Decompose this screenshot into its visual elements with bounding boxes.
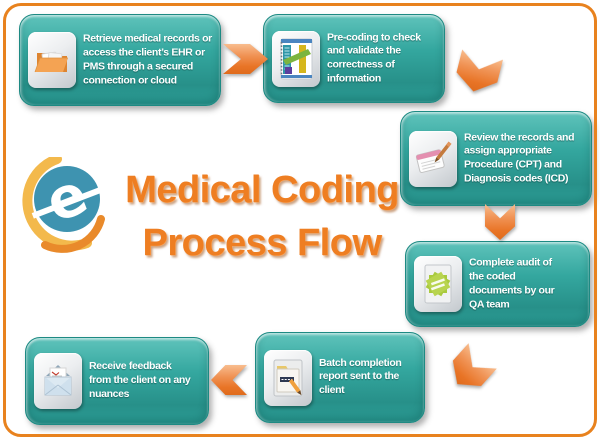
coding-book-icon — [280, 38, 313, 79]
icon-plate — [409, 130, 457, 187]
step-receive-feedback: Receive feedback from the client on any … — [25, 337, 209, 425]
diagram-title: Medical Coding Process Flow — [97, 164, 427, 270]
icon-plate — [264, 349, 312, 406]
notepad-pen-icon — [415, 141, 452, 173]
report-folder-icon — [273, 359, 303, 396]
flow-arrow-down-right-icon — [453, 49, 503, 96]
flow-arrow-right-icon — [223, 44, 268, 74]
flow-arrow-down-icon — [485, 204, 515, 240]
title-line-2: Process Flow — [142, 222, 382, 264]
step-text: Complete audit of the coded documents by… — [469, 256, 555, 310]
company-logo-icon: e — [22, 157, 105, 253]
flow-arrow-left-icon — [211, 365, 247, 395]
step-text: Retrieve medical records or access the c… — [83, 32, 212, 86]
step-batch-report: Batch completion report sent to the clie… — [255, 332, 425, 423]
step-text: Batch completion report sent to the clie… — [319, 356, 402, 397]
icon-plate — [414, 256, 462, 312]
title-line-1: Medical Coding — [125, 169, 399, 211]
icon-plate — [34, 353, 82, 409]
step-review-assign-codes: Review the records and assign appropriat… — [400, 111, 592, 206]
step-text: Pre-coding to check and validate the cor… — [327, 30, 421, 85]
envelope-icon — [44, 365, 72, 396]
qa-badge-icon — [424, 264, 452, 304]
folder-icon — [34, 51, 68, 73]
step-text: Receive feedback from the client on any … — [89, 360, 191, 400]
icon-plate — [272, 30, 320, 87]
flow-arrow-down-left-icon — [443, 343, 497, 397]
step-text: Review the records and assign appropriat… — [464, 130, 575, 185]
step-qa-audit: Complete audit of the coded documents by… — [405, 241, 590, 327]
step-retrieve-records: Retrieve medical records or access the c… — [19, 14, 221, 106]
icon-plate — [28, 32, 76, 88]
step-pre-coding: Pre-coding to check and validate the cor… — [263, 14, 445, 103]
